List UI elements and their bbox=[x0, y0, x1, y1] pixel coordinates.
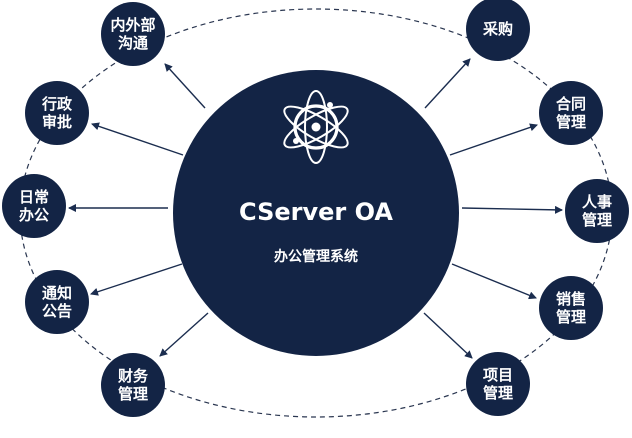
module-circle bbox=[25, 81, 89, 145]
center-hub: CServer OA 办公管理系统 bbox=[173, 70, 459, 356]
module-label-line: 管理 bbox=[556, 308, 586, 326]
module-label-line: 办公 bbox=[19, 206, 49, 224]
module-circle bbox=[25, 270, 89, 334]
module-label-line: 采购 bbox=[482, 20, 513, 38]
module-label-line: 内外部 bbox=[110, 16, 155, 34]
module-label-line: 项目 bbox=[483, 366, 513, 384]
module-label-line: 销售 bbox=[556, 290, 586, 308]
module-circle bbox=[101, 353, 165, 417]
center-circle bbox=[173, 70, 459, 356]
connector-arrow-notice-announcement bbox=[90, 263, 183, 296]
connector-arrow-internal-external-communication bbox=[164, 63, 206, 109]
connector-arrow-administrative-approval bbox=[91, 122, 184, 156]
module-circle bbox=[539, 81, 603, 145]
module-label-line: 日常 bbox=[19, 188, 49, 206]
module-circle bbox=[466, 0, 530, 61]
module-circle bbox=[539, 276, 603, 340]
module-label-line: 通知 bbox=[42, 284, 72, 302]
center-subtitle: 办公管理系统 bbox=[274, 248, 358, 265]
module-label-line: 管理 bbox=[556, 113, 586, 131]
module-label-line: 人事 bbox=[582, 193, 612, 211]
module-label-line: 行政 bbox=[41, 95, 73, 113]
connector-arrow-project-management bbox=[423, 312, 473, 359]
module-label-line: 管理 bbox=[582, 211, 612, 229]
connector-layer bbox=[68, 58, 563, 359]
module-circle bbox=[466, 352, 530, 416]
module-label-line: 管理 bbox=[118, 385, 148, 403]
connector-arrow-finance-management bbox=[159, 312, 209, 357]
connector-arrow-sales-management bbox=[451, 263, 537, 300]
module-label-line: 合同 bbox=[555, 95, 586, 113]
center-title: CServer OA bbox=[239, 198, 393, 226]
connector-arrow-hr-management bbox=[461, 205, 563, 214]
atom-icon bbox=[283, 90, 349, 164]
connector-arrow-contract-management bbox=[449, 123, 538, 156]
module-circle bbox=[101, 2, 165, 66]
module-circle bbox=[565, 179, 629, 243]
module-circle bbox=[2, 174, 66, 238]
module-label-line: 沟通 bbox=[118, 34, 148, 52]
module-label-line: 管理 bbox=[483, 384, 513, 402]
connector-arrow-procurement bbox=[424, 58, 471, 109]
module-label-line: 财务 bbox=[118, 367, 149, 385]
module-label-line: 公告 bbox=[42, 302, 72, 320]
module-node-procurement[interactable]: 采购 bbox=[466, 0, 530, 61]
module-label-line: 审批 bbox=[42, 113, 72, 131]
